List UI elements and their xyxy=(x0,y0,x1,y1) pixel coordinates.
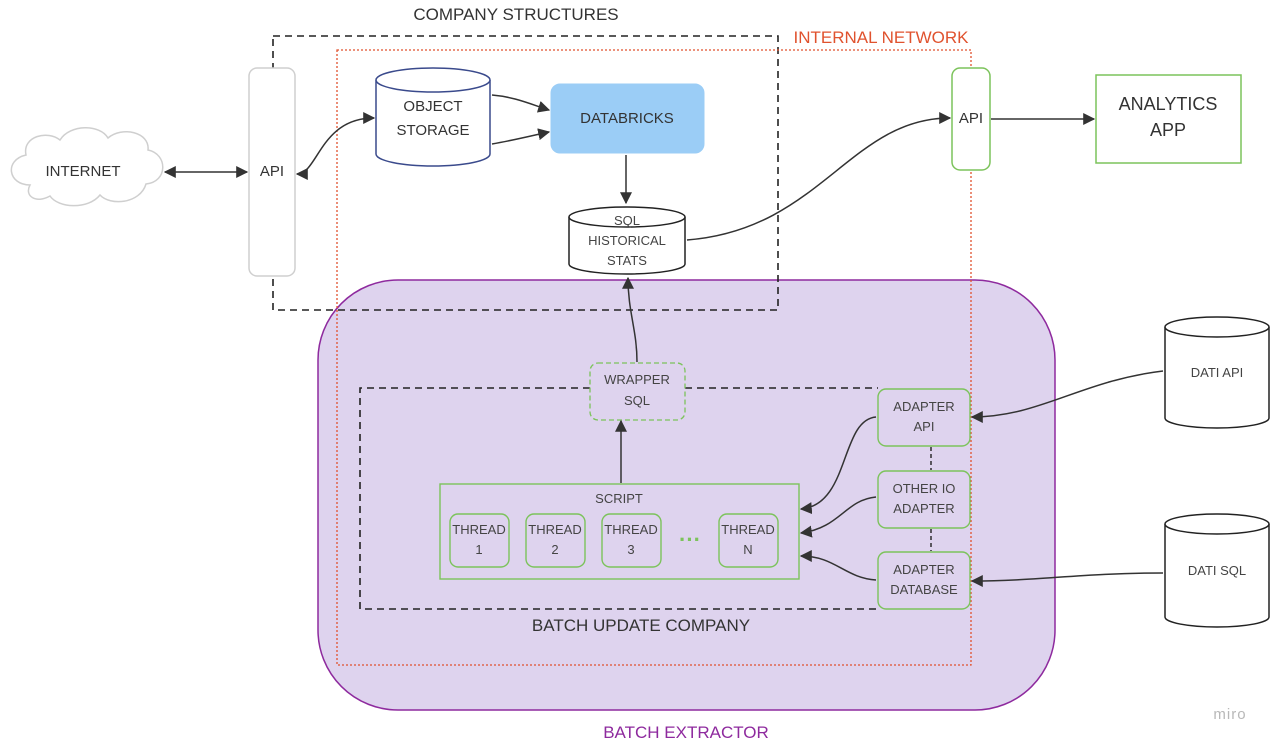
dati-api-cylinder: DATI API xyxy=(1164,316,1270,429)
edge-adapter-db-script xyxy=(799,550,877,581)
object-storage-label-2: STORAGE xyxy=(396,122,469,139)
thread-2-label-1: THREAD xyxy=(528,522,581,537)
object-storage-cylinder: OBJECT STORAGE xyxy=(375,67,491,167)
adapter-database-label-1: ADAPTER xyxy=(893,562,954,577)
adapter-database-box: ADAPTER DATABASE xyxy=(877,551,971,610)
adapter-api-label-1: ADAPTER xyxy=(893,399,954,414)
wrapper-sql-box: WRAPPER SQL xyxy=(589,362,686,421)
thread-2-box xyxy=(525,513,586,568)
wrapper-sql-label-1: WRAPPER xyxy=(604,372,670,387)
api-left-label: API xyxy=(260,163,284,180)
adapter-database-label-2: DATABASE xyxy=(890,582,958,597)
thread-n-label-2: N xyxy=(743,542,752,557)
internet-cloud: INTERNET xyxy=(10,127,164,207)
api-right-box: API xyxy=(951,67,991,171)
edge-storage-databricks-1 xyxy=(491,94,551,113)
sql-historical-stats-cylinder: SQL HISTORICAL STATS xyxy=(568,206,686,275)
internet-label: INTERNET xyxy=(46,163,121,180)
thread-n-box xyxy=(718,513,779,568)
edge-sql-api-right xyxy=(686,112,952,241)
dati-sql-cylinder: DATI SQL xyxy=(1164,513,1270,628)
sql-stats-label-1: SQL xyxy=(614,213,640,228)
analytics-app-label-1: ANALYTICS xyxy=(1119,94,1218,114)
databricks-box: DATABRICKS xyxy=(550,83,705,154)
internal-network-region xyxy=(336,49,972,666)
script-box: SCRIPT THREAD 1 THREAD 2 THREAD 3 ··· TH… xyxy=(439,483,800,580)
thread-2-label-2: 2 xyxy=(551,542,558,557)
thread-1-label-1: THREAD xyxy=(452,522,505,537)
api-right-label: API xyxy=(959,110,983,127)
databricks-label: DATABRICKS xyxy=(580,110,674,127)
object-storage-label-1: OBJECT xyxy=(403,98,462,115)
analytics-app-box: ANALYTICS APP xyxy=(1095,74,1242,164)
edge-api-object-storage xyxy=(295,112,376,180)
threads-ellipsis: ··· xyxy=(679,527,701,552)
thread-3-box xyxy=(601,513,662,568)
internal-network-label: INTERNAL NETWORK xyxy=(793,28,969,47)
edge-dati-sql-adapter xyxy=(970,572,1164,587)
sql-stats-label-3: STATS xyxy=(607,253,647,268)
batch-extractor-label: BATCH EXTRACTOR xyxy=(603,723,769,742)
edge-adapter-api-script xyxy=(799,416,877,515)
wrapper-sql-label-2: SQL xyxy=(624,393,650,408)
adapter-api-box: ADAPTER API xyxy=(877,388,971,447)
dati-api-label: DATI API xyxy=(1191,365,1244,380)
thread-3-label-1: THREAD xyxy=(604,522,657,537)
thread-1-box xyxy=(449,513,510,568)
company-structures-region xyxy=(272,35,779,311)
edges xyxy=(163,94,1164,587)
analytics-app-label-2: APP xyxy=(1150,120,1186,140)
thread-n-label-1: THREAD xyxy=(721,522,774,537)
company-structures-label: COMPANY STRUCTURES xyxy=(413,5,618,24)
dati-sql-label: DATI SQL xyxy=(1188,563,1246,578)
batch-update-company-label: BATCH UPDATE COMPANY xyxy=(532,616,750,635)
other-io-adapter-label-1: OTHER IO xyxy=(893,481,956,496)
thread-3-label-2: 3 xyxy=(627,542,634,557)
sql-stats-label-2: HISTORICAL xyxy=(588,233,666,248)
other-io-adapter-box: OTHER IO ADAPTER xyxy=(877,470,971,529)
edge-dati-api-adapter xyxy=(970,370,1164,423)
edge-wrapper-sql xyxy=(622,276,638,363)
api-left-box: API xyxy=(248,67,296,277)
thread-1-label-2: 1 xyxy=(475,542,482,557)
edge-other-io-script xyxy=(799,496,877,538)
edge-storage-databricks-2 xyxy=(491,128,551,145)
adapter-api-label-2: API xyxy=(914,419,935,434)
batch-update-company-region-left xyxy=(359,387,880,610)
script-label: SCRIPT xyxy=(595,491,643,506)
other-io-adapter-label-2: ADAPTER xyxy=(893,501,954,516)
miro-watermark: miro xyxy=(1213,706,1246,723)
